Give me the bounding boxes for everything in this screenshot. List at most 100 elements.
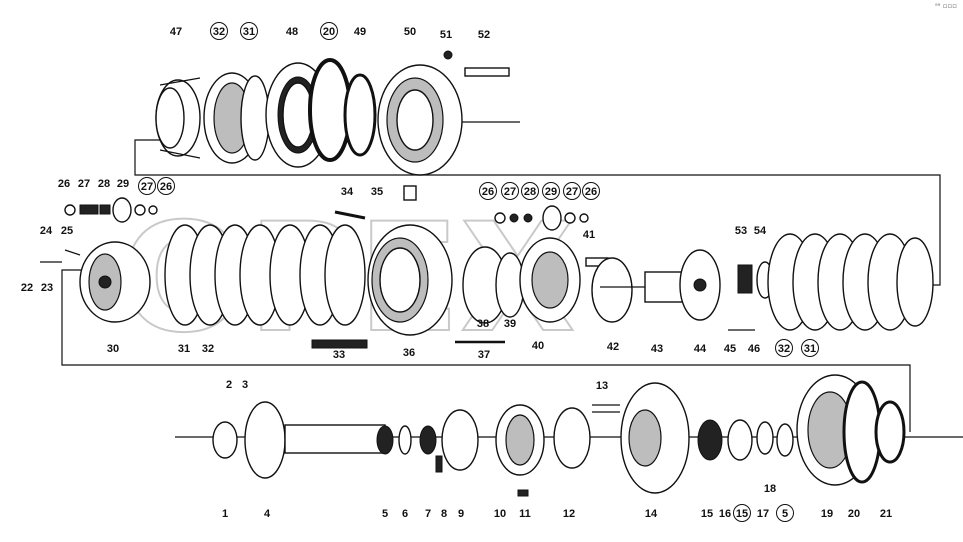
part-40-planet-carrier <box>519 237 581 323</box>
callout-c4: 4 <box>264 508 271 520</box>
callout-c44: 44 <box>694 343 707 355</box>
callout-c2: 2 <box>226 379 232 391</box>
callout-number: 40 <box>532 340 544 352</box>
callout-circle <box>733 504 751 522</box>
callout-c26d: 26 <box>582 182 600 200</box>
callout-c46: 46 <box>748 343 760 355</box>
callout-number: 32 <box>213 26 225 38</box>
callout-c42: 42 <box>607 341 619 353</box>
callout-number: 41 <box>583 229 595 241</box>
callout-c48: 48 <box>286 26 298 38</box>
callout-c51: 51 <box>440 29 452 41</box>
callout-number: 27 <box>566 186 578 198</box>
callout-number: 19 <box>821 508 833 520</box>
callout-c25: 25 <box>61 225 73 237</box>
callout-circle <box>320 22 338 40</box>
part-13-pins <box>592 404 620 413</box>
callout-c41: 41 <box>583 229 595 241</box>
callout-c32c: 32 <box>775 339 793 357</box>
part-10-drum <box>495 404 545 476</box>
callout-circle <box>775 339 793 357</box>
callout-number: 32 <box>202 343 214 355</box>
part-5-8-bearings <box>376 425 443 473</box>
callout-number: 43 <box>651 343 663 355</box>
part-22-25-pins <box>40 249 81 263</box>
callout-number: 15 <box>736 508 748 520</box>
part-1-nut <box>212 421 238 459</box>
callout-number: 47 <box>170 26 182 38</box>
callout-c31c: 31 <box>801 339 819 357</box>
callout-c31a: 31 <box>240 22 258 40</box>
callout-number: 34 <box>341 186 354 198</box>
callout-c15a: 15 <box>701 508 713 520</box>
callout-c27d: 27 <box>563 182 581 200</box>
callout-c50: 50 <box>404 26 416 38</box>
callout-c40: 40 <box>532 340 544 352</box>
part-9-cover <box>441 409 479 471</box>
callout-number: 7 <box>425 508 431 520</box>
corner-mark: ᵃᵃ ▫▫▫ <box>935 2 957 10</box>
part-52-key <box>464 67 510 77</box>
callout-number: 30 <box>107 343 119 355</box>
callout-c43: 43 <box>651 343 663 355</box>
callout-number: 36 <box>403 347 415 359</box>
callout-c1: 1 <box>222 508 228 520</box>
callout-c21: 21 <box>880 508 892 520</box>
callout-c35: 35 <box>371 186 383 198</box>
callout-number: 2 <box>226 379 232 391</box>
callout-number: 4 <box>264 508 271 520</box>
part-47-bearing-cage <box>155 77 201 159</box>
callout-number: 11 <box>519 508 531 520</box>
callout-c13: 13 <box>596 380 608 392</box>
callout-number: 26 <box>160 181 172 193</box>
part-51-bolt <box>443 50 453 60</box>
callout-number: 31 <box>243 26 255 38</box>
callout-number: 26 <box>58 178 70 190</box>
callout-c29a: 29 <box>117 178 129 190</box>
callout-number: 14 <box>645 508 658 520</box>
callout-c29b: 29 <box>542 182 560 200</box>
part-4-gear-shaft <box>244 401 386 479</box>
callout-c24: 24 <box>40 225 53 237</box>
callout-c26a: 26 <box>58 178 70 190</box>
callout-number: 51 <box>440 29 452 41</box>
callout-c18: 18 <box>764 483 776 495</box>
callout-c28b: 28 <box>521 182 539 200</box>
part-44-flange <box>679 249 721 321</box>
callout-number: 48 <box>286 26 298 38</box>
callout-circle <box>521 182 539 200</box>
callout-c12: 12 <box>563 508 575 520</box>
callout-circle <box>501 182 519 200</box>
callout-number: 16 <box>719 508 731 520</box>
callout-number: 25 <box>61 225 73 237</box>
callout-c34: 34 <box>341 186 354 198</box>
callout-number: 20 <box>323 26 335 38</box>
part-36-clutch-housing <box>367 224 453 336</box>
callout-number: 53 <box>735 225 747 237</box>
part-26-28-small-washers-left <box>64 197 158 223</box>
callout-circle <box>563 182 581 200</box>
callout-c7: 7 <box>425 508 431 520</box>
part-31-ring-top <box>240 75 270 161</box>
callout-c28a: 28 <box>98 178 110 190</box>
callout-number: 35 <box>371 186 383 198</box>
callout-c9: 9 <box>458 508 464 520</box>
callout-c16: 16 <box>719 508 731 520</box>
callout-number: 29 <box>545 186 557 198</box>
callout-number: 32 <box>778 343 790 355</box>
callout-number: 37 <box>478 349 490 361</box>
callout-circle <box>582 182 600 200</box>
callout-circle <box>240 22 258 40</box>
callout-number: 31 <box>178 343 190 355</box>
callout-number: 1 <box>222 508 228 520</box>
callout-c6: 6 <box>402 508 408 520</box>
callout-number: 27 <box>78 178 90 190</box>
callout-c20b: 20 <box>848 508 860 520</box>
callout-c36: 36 <box>403 347 415 359</box>
callout-number: 44 <box>694 343 707 355</box>
part-11-pin <box>517 489 529 497</box>
callout-circle <box>776 504 794 522</box>
part-26-29-small-parts-right <box>494 205 589 231</box>
part-38-39-bearing <box>462 246 525 324</box>
